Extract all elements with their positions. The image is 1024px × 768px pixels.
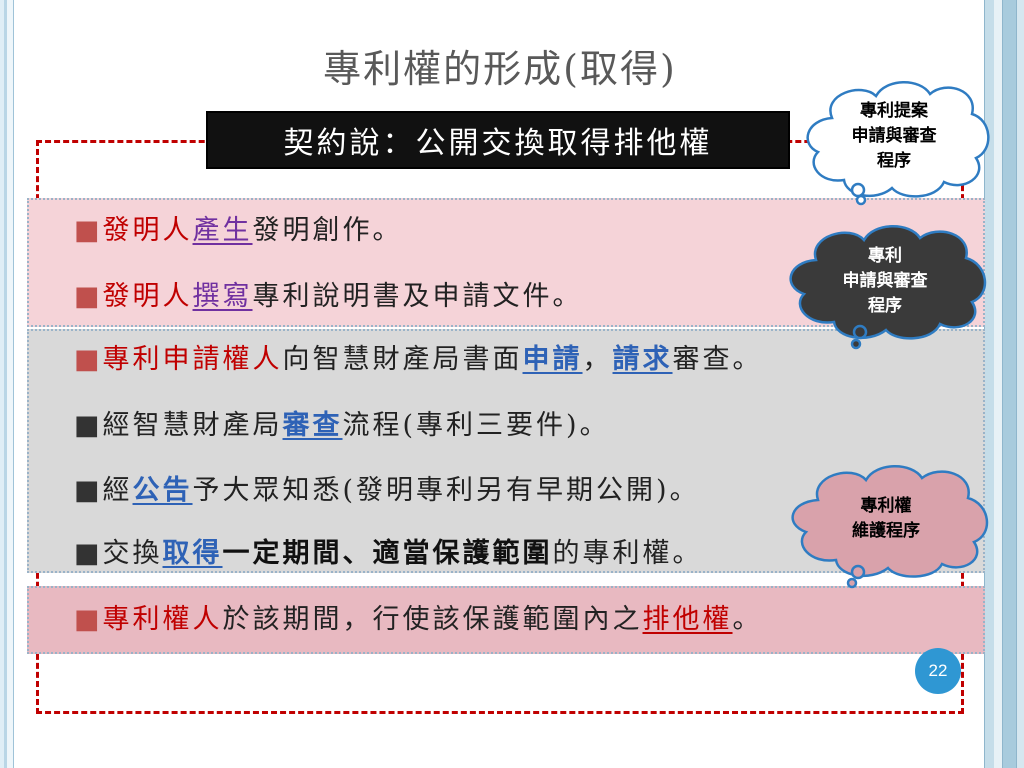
list-item: ■專利申請權人向智慧財產局書面申請，請求審查。 [74, 344, 763, 375]
list-item: ■發明人撰寫專利說明書及申請文件。 [74, 281, 583, 312]
bullet-square-icon: ■ [74, 281, 103, 312]
cloud-shape-icon [791, 465, 989, 589]
slide-title: 專利權的形成(取得) [323, 47, 677, 91]
callout-cloud-application: 專利 申請與審查 程序 [774, 220, 996, 354]
bullet-square-icon: ■ [74, 604, 103, 635]
page-number-badge: 22 [915, 648, 961, 694]
callout-cloud-proposal: 專利提案 申請與審查 程序 [792, 72, 996, 212]
list-item: ■交換取得一定期間、適當保護範圍的專利權。 [74, 538, 703, 569]
bullet-square-icon: ■ [74, 475, 103, 506]
list-item: ■專利權人於該期間，行使該保護範圍內之排他權。 [74, 604, 763, 635]
bullet-square-icon: ■ [74, 410, 103, 441]
band-patentee [27, 586, 985, 654]
list-item: ■經智慧財產局審查流程(專利三要件)。 [74, 410, 610, 441]
cloud-shape-icon [806, 81, 990, 206]
left-decorative-border [0, 0, 14, 768]
cloud-shape-icon [789, 225, 987, 350]
list-item: ■發明人產生發明創作。 [74, 215, 403, 246]
list-item: ■經公告予大眾知悉(發明專利另有早期公開)。 [74, 475, 700, 506]
bullet-square-icon: ■ [74, 344, 103, 375]
bullet-square-icon: ■ [74, 215, 103, 246]
contract-theory-banner: 契約說：公開交換取得排他權 [206, 111, 790, 169]
callout-cloud-maintenance: 專利權 維護程序 [776, 462, 996, 592]
bullet-square-icon: ■ [74, 538, 103, 569]
